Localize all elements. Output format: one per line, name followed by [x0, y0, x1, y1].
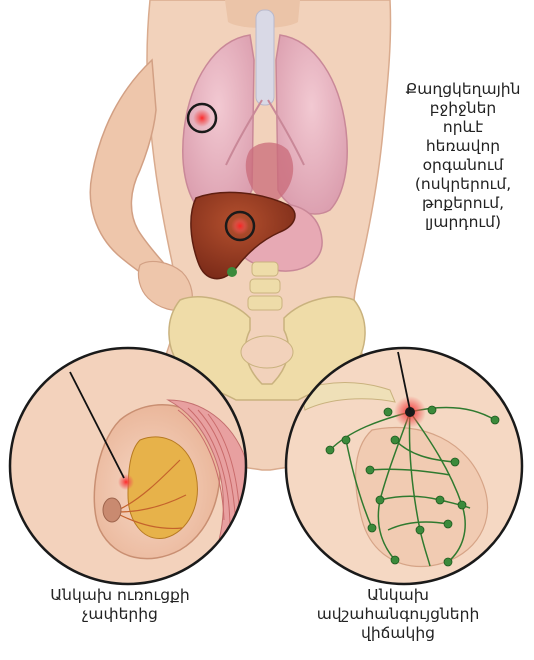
lung-metastasis-glow	[193, 109, 211, 127]
pelvic-opening	[241, 336, 293, 368]
liver-metastasis-glow	[231, 217, 249, 235]
metastasis-label: Քաղցկեղային բջիջներ որևէ հեռավոր օրգանու…	[392, 80, 534, 232]
trachea	[256, 10, 274, 105]
tumor-size-label-line: Անկախ ուռուցքի	[20, 586, 220, 605]
metastasis-label-line: օրգանում	[392, 156, 534, 175]
metastasis-label-line: (ոսկրերում,	[392, 175, 534, 194]
tumor-size-label-line: չափերից	[20, 605, 220, 624]
tumor-size-label: Անկախ ուռուցքի չափերից	[20, 586, 220, 624]
liver-node	[227, 267, 237, 277]
nipple	[103, 498, 121, 522]
breast-tumor	[118, 474, 134, 490]
metastasis-label-line: Քաղցկեղային	[392, 80, 534, 99]
metastasis-label-line: հեռավոր	[392, 137, 534, 156]
metastasis-label-line: բջիջներ	[392, 99, 534, 118]
lymph-nodes-label-line: ավշահանգույցների	[278, 605, 518, 624]
metastasis-label-line: որևէ	[392, 118, 534, 137]
metastasis-label-line: լյարդում)	[392, 213, 534, 232]
lymph-nodes-label: Անկախ ավշահանգույցների վիճակից	[278, 586, 518, 643]
spine	[248, 262, 282, 310]
lymph-nodes-label-line: վիճակից	[278, 624, 518, 643]
lymph-nodes-label-line: Անկախ	[278, 586, 518, 605]
metastasis-label-line: թոքերում,	[392, 194, 534, 213]
